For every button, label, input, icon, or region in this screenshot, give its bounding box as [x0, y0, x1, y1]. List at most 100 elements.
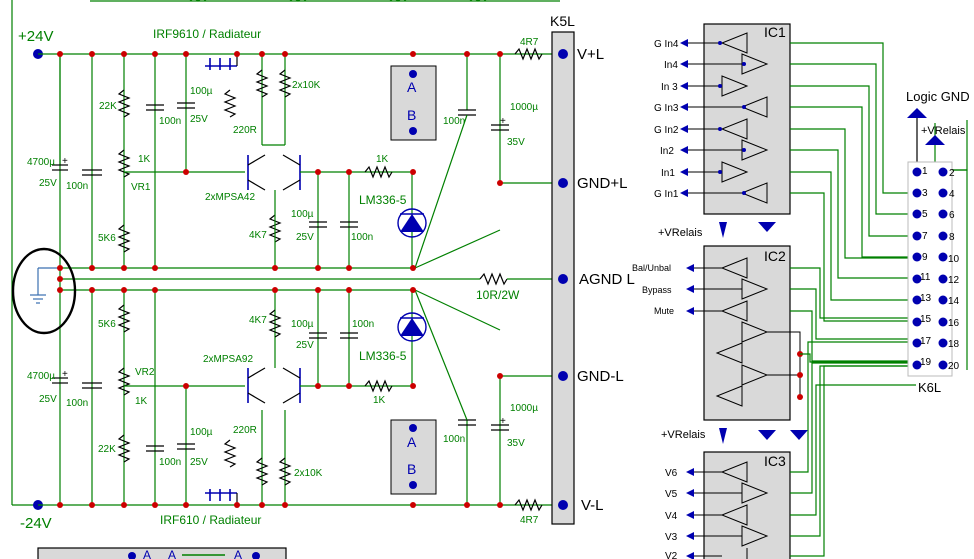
k5l-label-gndml: GND-L: [577, 368, 624, 385]
bottom-r4k7: 4K7: [249, 315, 267, 326]
k6l-pin[interactable]: [912, 274, 922, 284]
top-main-cap-volt: 25V: [39, 178, 57, 189]
k6l-pin[interactable]: [938, 295, 948, 305]
top-out-cap-35v: 35V: [507, 137, 525, 148]
k6l-pin[interactable]: [912, 252, 922, 262]
top-out-cap-1000u: 1000µ: [510, 102, 538, 113]
ic3-in-0: V6: [665, 468, 678, 479]
bottom-r220: 220R: [233, 425, 257, 436]
top-mosfet-label: IRF9610 / Radiateur: [153, 27, 261, 41]
bottom-strip: [37, 547, 287, 559]
k6l-pin[interactable]: [912, 209, 922, 219]
k6l-pin-7: 7: [922, 231, 928, 242]
k5l-pin-vml[interactable]: [558, 500, 568, 510]
k6l-pin[interactable]: [938, 338, 948, 348]
ic1-inputs: G In4 In4 In 3 G In3 G In2 In2 In1 G In1: [654, 39, 679, 200]
svg-text:+: +: [500, 416, 506, 427]
k6l-pin[interactable]: [912, 167, 922, 177]
k6l-pin-10: 10: [948, 254, 960, 265]
ic2-arrows: [686, 264, 808, 444]
k5l-label-vpl: V+L: [577, 46, 604, 63]
ic1-in-3: G In3: [654, 103, 679, 114]
k5l-pin-agnd[interactable]: [558, 274, 568, 284]
ic3-title: IC3: [764, 453, 786, 469]
svg-text:+: +: [62, 369, 68, 380]
k6l-pin[interactable]: [938, 167, 948, 177]
k6l-pin[interactable]: [938, 252, 948, 262]
top-r4k7: 4K7: [249, 230, 267, 241]
k6l-pin[interactable]: [938, 317, 948, 327]
ic3-in-2: V4: [665, 511, 678, 522]
top-pot-name: VR1: [131, 182, 151, 193]
ic2-in-2: Mute: [654, 306, 674, 316]
k6l-pin[interactable]: [938, 231, 948, 241]
top-r2x10k: 2x10K: [292, 80, 321, 91]
bottom-stage: + 4700µ 25V 100n 5K6 VR2 1K 22K 100n 100…: [27, 289, 560, 527]
top-out-cap-100n: 100n: [443, 116, 465, 127]
k5l-label-agnd: AGND L: [579, 271, 635, 288]
k5l-pin-vpl[interactable]: [558, 49, 568, 59]
ic1-in-5: In2: [660, 146, 674, 157]
bottom-mosfet-icon: [205, 489, 238, 505]
top-edge-wires: [90, 0, 560, 2]
bottom-zener-icon: [397, 290, 427, 386]
top-zener-icon: [397, 172, 427, 268]
ic3-in-1: V5: [665, 489, 678, 500]
k6l-pin[interactable]: [912, 338, 922, 348]
k6l-pin[interactable]: [938, 188, 948, 198]
ic1-in-1: In4: [664, 60, 678, 71]
k6l-pin-4: 4: [949, 189, 955, 200]
bottom-strip-pins: A A A: [128, 548, 260, 559]
k5l-title: K5L: [550, 13, 575, 29]
bottom-r22k: 22K: [98, 444, 116, 455]
top-ref: LM336-5: [359, 193, 407, 207]
ic2-in-0: Bal/Unbal: [632, 263, 671, 273]
top-cap-100n-a: 100n: [159, 116, 181, 127]
bottom-main-cap-volt: 25V: [39, 394, 57, 405]
k6l-pin[interactable]: [912, 360, 922, 370]
k6l-pin-12: 12: [948, 275, 960, 286]
k6l-logic-gnd: Logic GND: [906, 89, 970, 104]
top-cap-100u-b: 100µ: [291, 209, 314, 220]
k5l-pin-gndml[interactable]: [558, 371, 568, 381]
bottom-main-cap-value: 4700µ: [27, 371, 55, 382]
ic1-supply-label: +VRelais: [658, 227, 703, 239]
ic1-in-6: In1: [661, 168, 675, 179]
ic2-title: IC2: [764, 248, 786, 264]
k6l-pin-9: 9: [922, 252, 928, 263]
k6l-pin[interactable]: [912, 295, 922, 305]
bottom-cap-100u-b: 100µ: [291, 319, 314, 330]
bottom-transistors-icon: [247, 367, 301, 404]
bottom-cap-100n-a: 100n: [159, 457, 181, 468]
bottom-r1k: 1K: [373, 395, 386, 406]
top-stage: 4700µ 25V + 100n 22K 1K VR1 5K6 100n 100…: [27, 27, 560, 269]
bottom-out-cap-35v: 35V: [507, 438, 525, 449]
k6l-pin-19: 19: [920, 357, 932, 368]
k6l-pin[interactable]: [912, 317, 922, 327]
junction-dots: [57, 51, 503, 508]
bottom-pot-value: 1K: [135, 396, 148, 407]
ic3-arrows: [686, 468, 694, 559]
k6l-pin-6: 6: [949, 210, 955, 221]
k6l-pin[interactable]: [938, 209, 948, 219]
k6l-pin-13: 13: [920, 293, 932, 304]
k6l-logic-gnd-icon: [907, 108, 927, 118]
k6l-pin-20: 20: [948, 361, 960, 372]
k6l-pins: [912, 167, 948, 370]
ic2-in-1: Bypass: [642, 285, 672, 295]
k6l-pin-18: 18: [948, 339, 960, 350]
k6l-pin[interactable]: [938, 274, 948, 284]
ic2-buffers: [688, 257, 801, 407]
top-transistors-icon: [247, 154, 301, 191]
k6l-pin-11: 11: [920, 272, 931, 283]
k6l-pin-numbers: 1 3 5 7 9 11 13 15 17 19 2 4 6 8 10 12 1…: [920, 166, 960, 372]
top-transistors: 2xMPSA42: [205, 192, 255, 203]
k6l-pin-15: 15: [920, 314, 932, 325]
k6l-pin[interactable]: [912, 231, 922, 241]
k5l-pin-gndpl[interactable]: [558, 178, 568, 188]
bottom-series-r: 4R7: [520, 515, 539, 526]
top-r5k6: 5K6: [98, 233, 116, 244]
k6l-pin[interactable]: [912, 188, 922, 198]
k6l-pin[interactable]: [938, 360, 948, 370]
